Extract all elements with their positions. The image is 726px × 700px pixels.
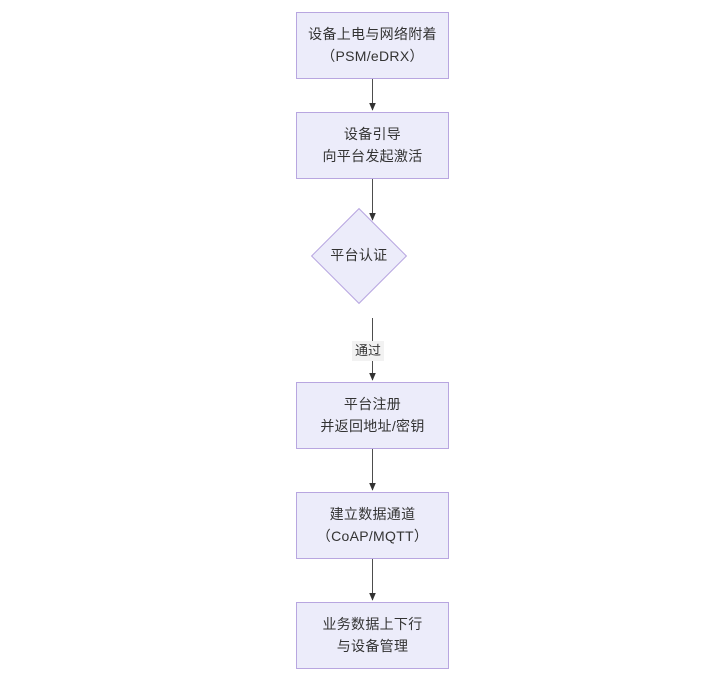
node-line: 设备上电与网络附着	[308, 25, 437, 42]
node-device-bootstrap[interactable]: 设备引导 向平台发起激活	[296, 112, 449, 179]
node-device-power-on[interactable]: 设备上电与网络附着 （PSM/eDRX）	[296, 12, 449, 79]
node-line: （PSM/eDRX）	[321, 47, 424, 64]
node-line: 业务数据上下行	[322, 615, 423, 632]
node-line: 平台注册	[343, 395, 402, 412]
node-line: 向平台发起激活	[322, 147, 423, 164]
node-line: 建立数据通道	[329, 505, 416, 522]
node-platform-register[interactable]: 平台注册 并返回地址/密钥	[296, 382, 449, 449]
edge-label-pass: 通过	[352, 341, 385, 362]
node-line: 与设备管理	[336, 637, 409, 654]
node-line: 并返回地址/密钥	[320, 417, 425, 434]
node-platform-auth-decision[interactable]: 平台认证	[310, 207, 408, 305]
node-line: 平台认证	[330, 247, 388, 264]
node-line: 设备引导	[343, 125, 402, 142]
node-establish-data-channel[interactable]: 建立数据通道 （CoAP/MQTT）	[296, 492, 449, 559]
node-line: （CoAP/MQTT）	[316, 527, 429, 544]
node-business-data-and-device-management[interactable]: 业务数据上下行 与设备管理	[296, 602, 449, 669]
